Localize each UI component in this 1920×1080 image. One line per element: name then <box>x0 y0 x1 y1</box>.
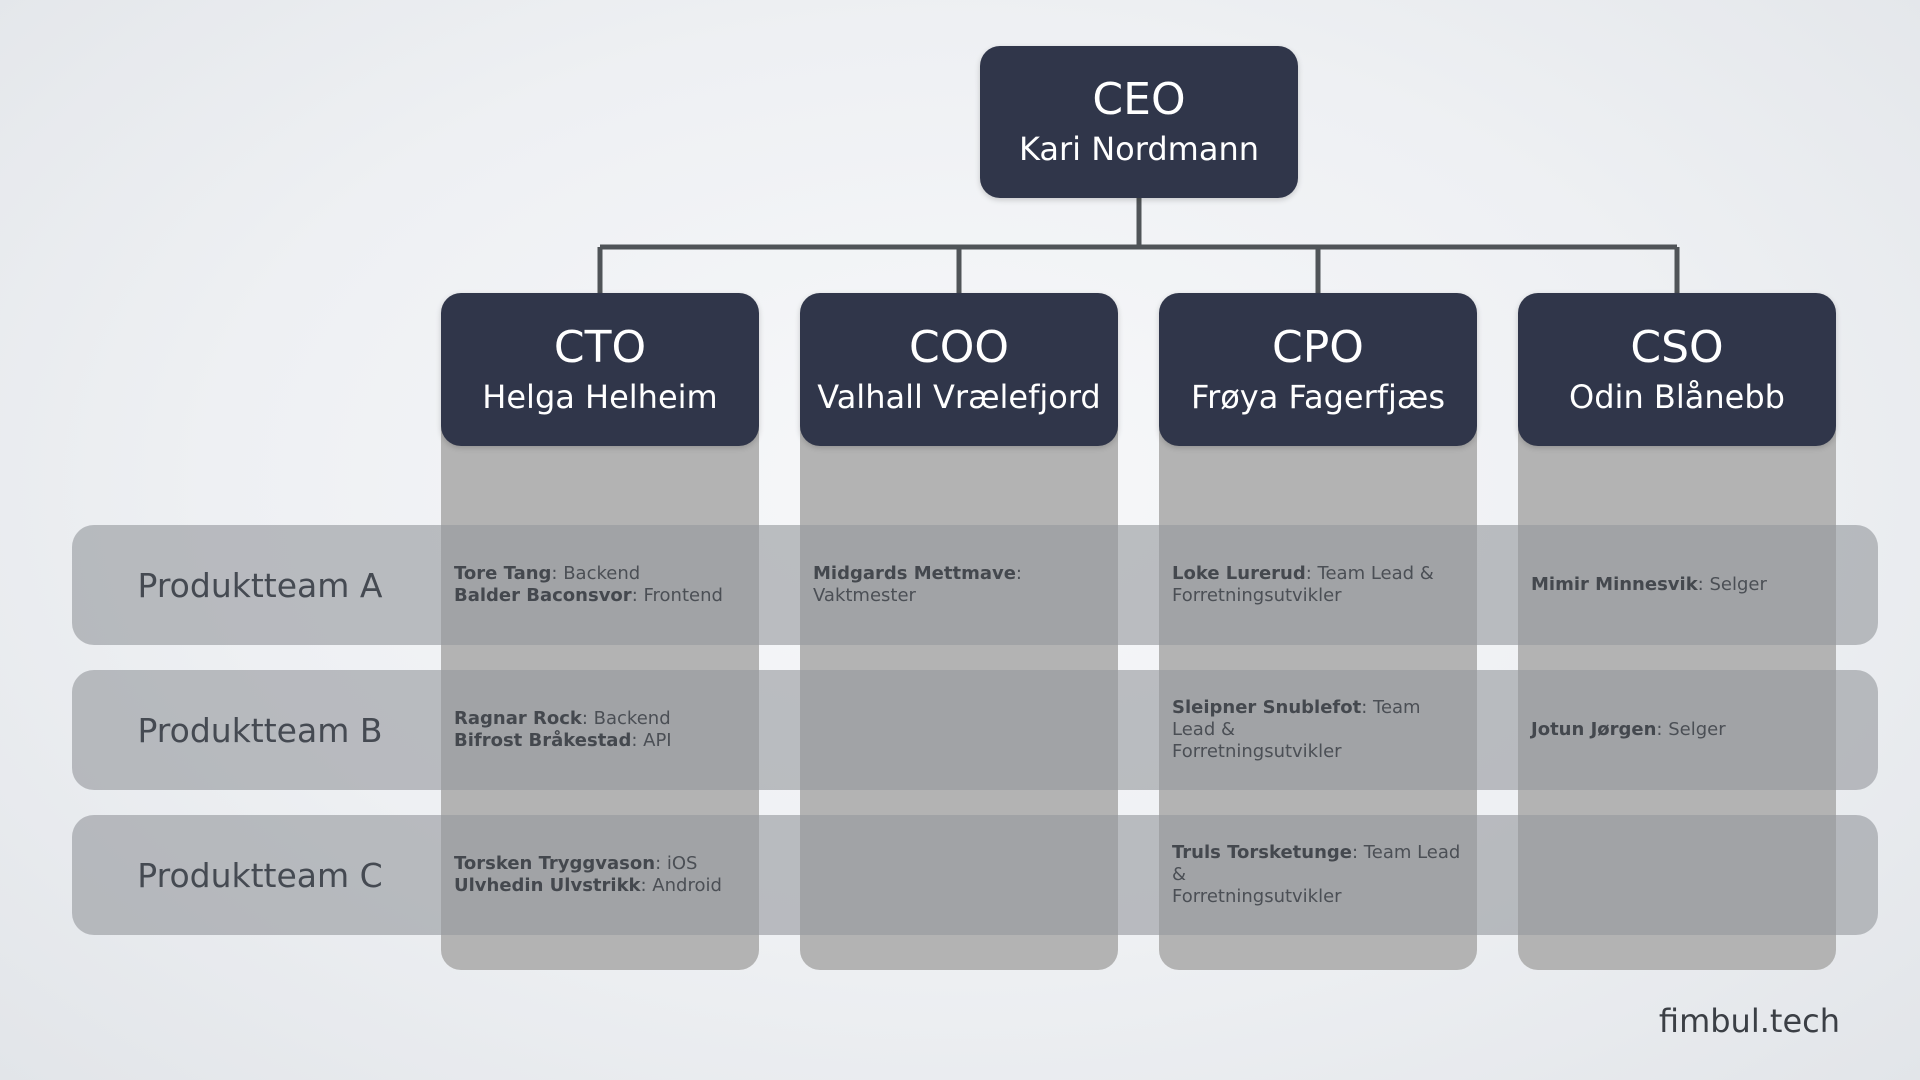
team-label: Produktteam B <box>137 710 383 750</box>
team-label: Produktteam A <box>137 565 383 605</box>
team-cell: Midgards Mettmave: Vaktmester <box>813 525 1109 645</box>
member-line: Loke Lurerud: Team Lead & <box>1172 563 1468 585</box>
member-line: Forretningsutvikler <box>1172 886 1468 908</box>
ceo-box: CEO Kari Nordmann <box>980 46 1298 198</box>
member-title: : Backend <box>581 708 671 729</box>
member-title: Forretningsutvikler <box>1172 886 1342 907</box>
member-name: Tore Tang <box>454 563 552 584</box>
team-cell: Jotun Jørgen: Selger <box>1531 670 1827 790</box>
person-name: Helga Helheim <box>482 377 718 416</box>
role-label: CSO <box>1630 321 1724 373</box>
exec-box-coo: COO Valhall Vrælefjord <box>800 293 1118 446</box>
member-name: Mimir Minnesvik <box>1531 574 1698 595</box>
member-title: : Android <box>640 875 722 896</box>
member-line: Ulvhedin Ulvstrikk: Android <box>454 875 750 897</box>
member-name: Jotun Jørgen <box>1531 719 1657 740</box>
team-cell <box>813 670 1109 790</box>
person-name: Kari Nordmann <box>1018 130 1259 168</box>
member-title: : API <box>631 730 672 751</box>
member-name: Balder Baconsvor <box>454 585 632 606</box>
member-line: Torsken Tryggvason: iOS <box>454 853 750 875</box>
role-label: CEO <box>1092 74 1186 125</box>
member-title: : Team Lead & <box>1305 563 1434 584</box>
member-name: Midgards Mettmave <box>813 563 1016 584</box>
member-line: Tore Tang: Backend <box>454 563 750 585</box>
member-title: : Team Lead & <box>1172 842 1461 885</box>
member-name: Sleipner Snublefot <box>1172 697 1362 718</box>
team-label: Produktteam C <box>137 855 383 895</box>
role-label: CTO <box>553 321 647 373</box>
team-cell: Truls Torsketunge: Team Lead &Forretning… <box>1172 815 1468 935</box>
member-title: : Selger <box>1697 574 1767 595</box>
member-title: : Backend <box>551 563 641 584</box>
role-label: CPO <box>1272 321 1364 373</box>
exec-box-cpo: CPO Frøya Fagerfjæs <box>1159 293 1477 446</box>
person-name: Frøya Fagerfjæs <box>1190 377 1445 416</box>
exec-box-cso: CSO Odin Blånebb <box>1518 293 1836 446</box>
member-title: Forretningsutvikler <box>1172 741 1342 762</box>
member-title: : iOS <box>655 853 698 874</box>
member-line: Balder Baconsvor: Frontend <box>454 585 750 607</box>
member-name: Torsken Tryggvason <box>454 853 656 874</box>
exec-box-cto: CTO Helga Helheim <box>441 293 759 446</box>
person-name: Valhall Vrælefjord <box>817 377 1101 416</box>
member-line: Forretningsutvikler <box>1172 585 1468 607</box>
member-title: : Vaktmester <box>813 563 1022 606</box>
member-line: Ragnar Rock: Backend <box>454 708 750 730</box>
team-cell: Mimir Minnesvik: Selger <box>1531 525 1827 645</box>
member-line: Mimir Minnesvik: Selger <box>1531 574 1827 596</box>
member-line: Midgards Mettmave: Vaktmester <box>813 563 1109 607</box>
member-line: Jotun Jørgen: Selger <box>1531 719 1827 741</box>
member-title: : Frontend <box>631 585 723 606</box>
member-name: Ragnar Rock <box>454 708 582 729</box>
team-cell: Loke Lurerud: Team Lead &Forretningsutvi… <box>1172 525 1468 645</box>
brand-label: fimbul.tech <box>1658 1002 1840 1040</box>
person-name: Odin Blånebb <box>1569 377 1785 416</box>
member-name: Truls Torsketunge <box>1172 842 1353 863</box>
team-cell <box>1531 815 1827 935</box>
team-cell <box>813 815 1109 935</box>
role-label: COO <box>909 321 1009 373</box>
member-name: Ulvhedin Ulvstrikk <box>454 875 641 896</box>
member-name: Bifrost Bråkestad <box>454 730 632 751</box>
team-cell: Sleipner Snublefot: Team Lead &Forretnin… <box>1172 670 1468 790</box>
member-line: Bifrost Bråkestad: API <box>454 730 750 752</box>
member-line: Truls Torsketunge: Team Lead & <box>1172 842 1468 886</box>
member-title: : Selger <box>1656 719 1726 740</box>
member-title: : Team Lead & <box>1172 697 1421 740</box>
member-name: Loke Lurerud <box>1172 563 1306 584</box>
member-line: Sleipner Snublefot: Team Lead & <box>1172 697 1468 741</box>
member-line: Forretningsutvikler <box>1172 741 1468 763</box>
member-title: Forretningsutvikler <box>1172 585 1342 606</box>
